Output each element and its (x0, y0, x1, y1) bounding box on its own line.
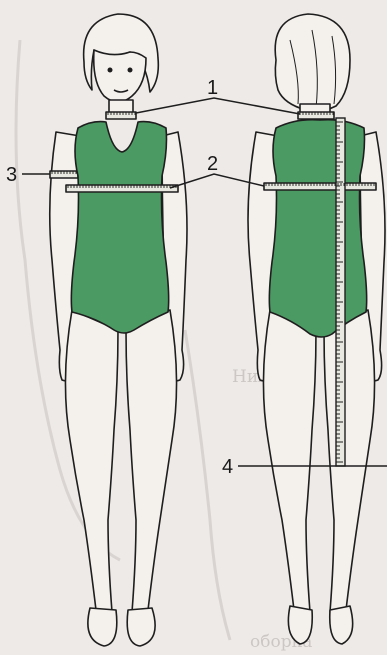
back-hair (275, 14, 350, 111)
front-neck-tape (106, 112, 136, 119)
back-right-shoe (330, 606, 353, 644)
back-right-leg (324, 310, 375, 612)
front-right-leg (126, 310, 177, 612)
back-length-tape (336, 118, 345, 466)
front-left-leg (65, 310, 118, 612)
callout-1-line (136, 98, 300, 114)
back-leotard (269, 120, 366, 337)
callout-3-number: 3 (6, 164, 17, 186)
callout-2-number: 2 (207, 153, 218, 175)
callout-4-number: 4 (222, 456, 233, 478)
front-face (94, 50, 146, 102)
front-leotard (71, 122, 168, 333)
front-figure (50, 14, 187, 646)
callout-1-number: 1 (207, 77, 218, 99)
back-left-leg (263, 310, 316, 612)
front-left-shoe (88, 608, 117, 646)
front-right-shoe (127, 608, 155, 646)
